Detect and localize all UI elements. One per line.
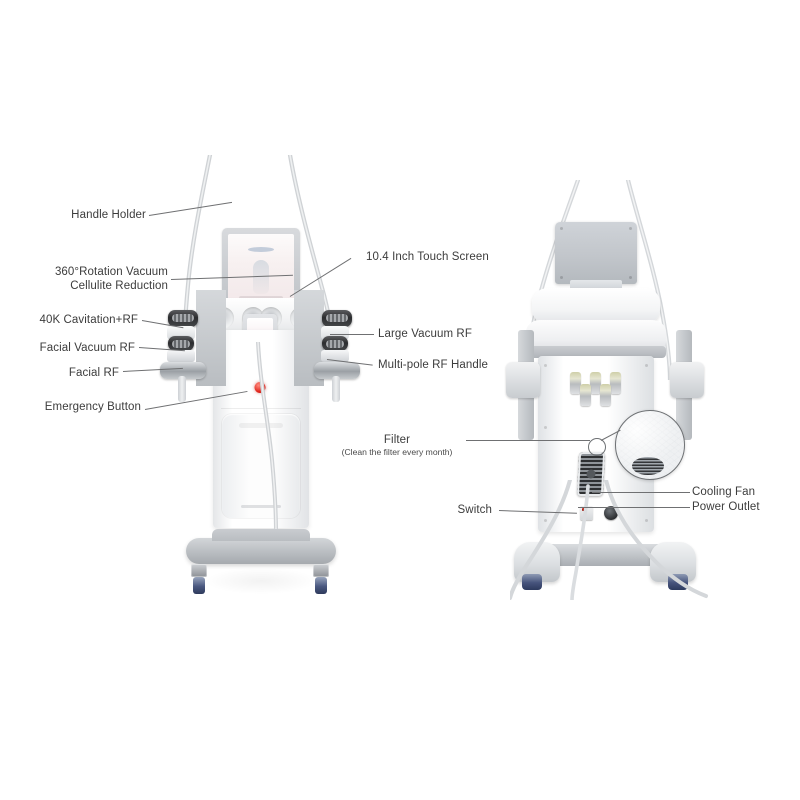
caster-wheel <box>312 564 330 594</box>
filter-callout-ring <box>588 438 606 456</box>
label-text: Emergency Button <box>44 401 141 413</box>
label-filter: Filter (Clean the filter every month) <box>330 433 464 458</box>
label-rotation-vacuum: 360°Rotation Vacuum Cellulite Reduction <box>0 265 168 293</box>
label-text: Cooling Fan <box>692 486 756 498</box>
screen-graphic <box>253 260 269 294</box>
rear-machine <box>500 180 710 600</box>
label-text: Multi-pole RF Handle <box>378 359 489 371</box>
connector-port <box>600 384 611 406</box>
body-seam <box>221 408 301 409</box>
machine-base <box>186 529 336 564</box>
base-shadow <box>206 568 316 594</box>
label-text: 40K Cavitation+RF <box>39 314 138 326</box>
connector-port <box>570 372 581 394</box>
label-subtext: (Clean the filter every month) <box>341 447 453 457</box>
machine-base-rear <box>526 544 676 566</box>
connector-port <box>580 384 591 406</box>
label-large-vacuum-rf: Large Vacuum RF <box>378 327 472 341</box>
left-handle-cradle <box>160 310 206 402</box>
label-text-line2: Cellulite Reduction <box>70 280 168 292</box>
large-vacuum-rf-handle[interactable] <box>322 310 352 327</box>
label-power-outlet: Power Outlet <box>692 500 760 514</box>
cradle-stalk <box>332 376 340 402</box>
label-multi-pole-rf-handle: Multi-pole RF Handle <box>378 358 488 372</box>
caster-wheel <box>190 564 208 594</box>
label-touch-screen: 10.4 Inch Touch Screen <box>366 250 489 264</box>
top-housing-upper <box>532 288 660 324</box>
cradle-stalk <box>178 376 186 402</box>
connector-port <box>610 372 621 394</box>
leader-cooling-fan <box>592 492 690 493</box>
label-switch: Switch <box>380 503 492 517</box>
touch-screen[interactable] <box>222 228 300 310</box>
rear-cable-right <box>625 180 673 380</box>
leader-large-vacuum-rf <box>330 334 374 335</box>
filter-magnifier <box>615 410 685 480</box>
touch-screen-display <box>228 234 294 302</box>
screen-rear-panel <box>555 222 637 284</box>
label-cavitation-rf: 40K Cavitation+RF <box>0 313 138 327</box>
facial-rf-holder <box>160 362 206 379</box>
handle-connector-ports <box>570 372 626 406</box>
front-machine <box>150 155 370 600</box>
handle-collar <box>321 350 349 362</box>
brand-mark <box>241 505 281 508</box>
front-handle-cable <box>256 342 278 532</box>
label-text: 360°Rotation Vacuum <box>54 266 168 278</box>
rf-handle-holder <box>314 362 360 379</box>
power-outlet[interactable] <box>604 506 618 520</box>
caster-wheel <box>522 574 542 590</box>
cavitation-rf-handle[interactable] <box>168 310 198 327</box>
screen-logo <box>248 247 274 252</box>
label-facial-rf: Facial RF <box>0 366 119 380</box>
label-text: Switch <box>457 504 492 516</box>
facial-vacuum-rf-handle[interactable] <box>168 336 194 351</box>
label-facial-vacuum-rf: Facial Vacuum RF <box>0 341 135 355</box>
label-emergency-button: Emergency Button <box>0 400 141 414</box>
handle-collar <box>167 350 195 362</box>
rear-handle-cables-bottom <box>510 480 708 600</box>
label-text: Handle Holder <box>71 209 146 221</box>
machine-body <box>213 330 309 528</box>
emergency-button[interactable] <box>254 382 266 393</box>
leader-filter <box>466 440 590 441</box>
label-text: Power Outlet <box>692 501 760 513</box>
housing-band <box>526 346 666 358</box>
label-text: Filter <box>383 434 411 446</box>
label-text: Large Vacuum RF <box>378 328 472 340</box>
label-text: 10.4 Inch Touch Screen <box>366 251 489 263</box>
label-handle-holder: Handle Holder <box>0 208 146 222</box>
right-handle-cradle <box>314 310 360 402</box>
left-handle-cradle <box>506 362 540 398</box>
leader-power-outlet <box>578 507 690 508</box>
connector-port <box>590 372 601 394</box>
label-text: Facial RF <box>68 367 119 379</box>
right-handle-cradle <box>670 362 704 398</box>
label-text: Facial Vacuum RF <box>39 342 135 354</box>
label-cooling-fan: Cooling Fan <box>692 485 755 499</box>
body-panel-door <box>222 414 300 518</box>
multi-pole-rf-handle[interactable] <box>322 336 348 351</box>
